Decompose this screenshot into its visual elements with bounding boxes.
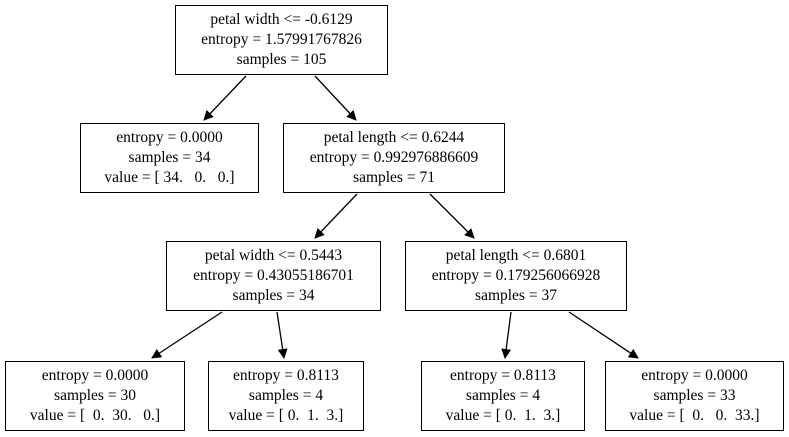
- node-entropy: entropy = 0.179256066928: [431, 267, 601, 284]
- node-split-condition: petal width <= 0.5443: [204, 247, 343, 264]
- node-samples: samples = 30: [54, 387, 136, 404]
- node-split-condition: petal length <= 0.6244: [323, 129, 465, 146]
- node-entropy: entropy = 1.57991767826: [201, 31, 362, 48]
- node-entropy: entropy = 0.0000: [41, 367, 149, 384]
- tree-node-split: petal length <= 0.6244 entropy = 0.99297…: [283, 123, 505, 193]
- node-entropy: entropy = 0.8113: [450, 367, 556, 384]
- tree-node-leaf: entropy = 0.8113 samples = 4 value = [ 0…: [421, 361, 585, 431]
- node-entropy: entropy = 0.992976886609: [309, 149, 479, 166]
- edge-n3-n5: [151, 311, 223, 359]
- node-value: value = [ 0. 1. 3.]: [228, 407, 344, 424]
- tree-node-split: petal width <= 0.5443 entropy = 0.430551…: [166, 241, 381, 311]
- tree-node-leaf: entropy = 0.0000 samples = 30 value = [ …: [5, 361, 185, 431]
- node-split-condition: petal length <= 0.6801: [445, 247, 587, 264]
- node-entropy: entropy = 0.8113: [233, 367, 339, 384]
- edge-n4-n7: [501, 311, 512, 359]
- edge-n0-n1: [203, 75, 247, 121]
- node-value: value = [ 0. 30. 0.]: [29, 407, 161, 424]
- tree-node-leaf: entropy = 0.0000 samples = 33 value = [ …: [605, 361, 784, 431]
- node-samples: samples = 4: [465, 387, 541, 404]
- node-samples: samples = 105: [236, 51, 327, 68]
- node-samples: samples = 4: [248, 387, 324, 404]
- node-samples: samples = 37: [475, 287, 557, 304]
- tree-node-split: petal length <= 0.6801 entropy = 0.17925…: [405, 241, 627, 311]
- edge-n2-n4: [429, 193, 475, 239]
- node-entropy: entropy = 0.43055186701: [193, 267, 354, 284]
- node-samples: samples = 33: [653, 387, 736, 404]
- edge-n2-n3: [314, 193, 358, 239]
- node-samples: samples = 71: [353, 169, 435, 186]
- tree-node-leaf: entropy = 0.0000 samples = 34 value = [ …: [80, 123, 259, 193]
- node-value: value = [ 34. 0. 0.]: [104, 169, 235, 186]
- node-value: value = [ 0. 1. 3.]: [445, 407, 561, 424]
- node-split-condition: petal width <= -0.6129: [210, 11, 353, 28]
- edge-n3-n6: [276, 311, 288, 359]
- node-entropy: entropy = 0.0000: [641, 367, 748, 384]
- edge-n0-n2: [314, 75, 357, 121]
- tree-node-leaf: entropy = 0.8113 samples = 4 value = [ 0…: [208, 361, 364, 431]
- tree-node-root: petal width <= -0.6129 entropy = 1.57991…: [175, 5, 388, 75]
- node-samples: samples = 34: [232, 287, 315, 304]
- node-samples: samples = 34: [128, 149, 211, 166]
- edge-n4-n8: [568, 311, 639, 359]
- node-value: value = [ 0. 0. 33.]: [629, 407, 760, 424]
- node-entropy: entropy = 0.0000: [116, 129, 223, 146]
